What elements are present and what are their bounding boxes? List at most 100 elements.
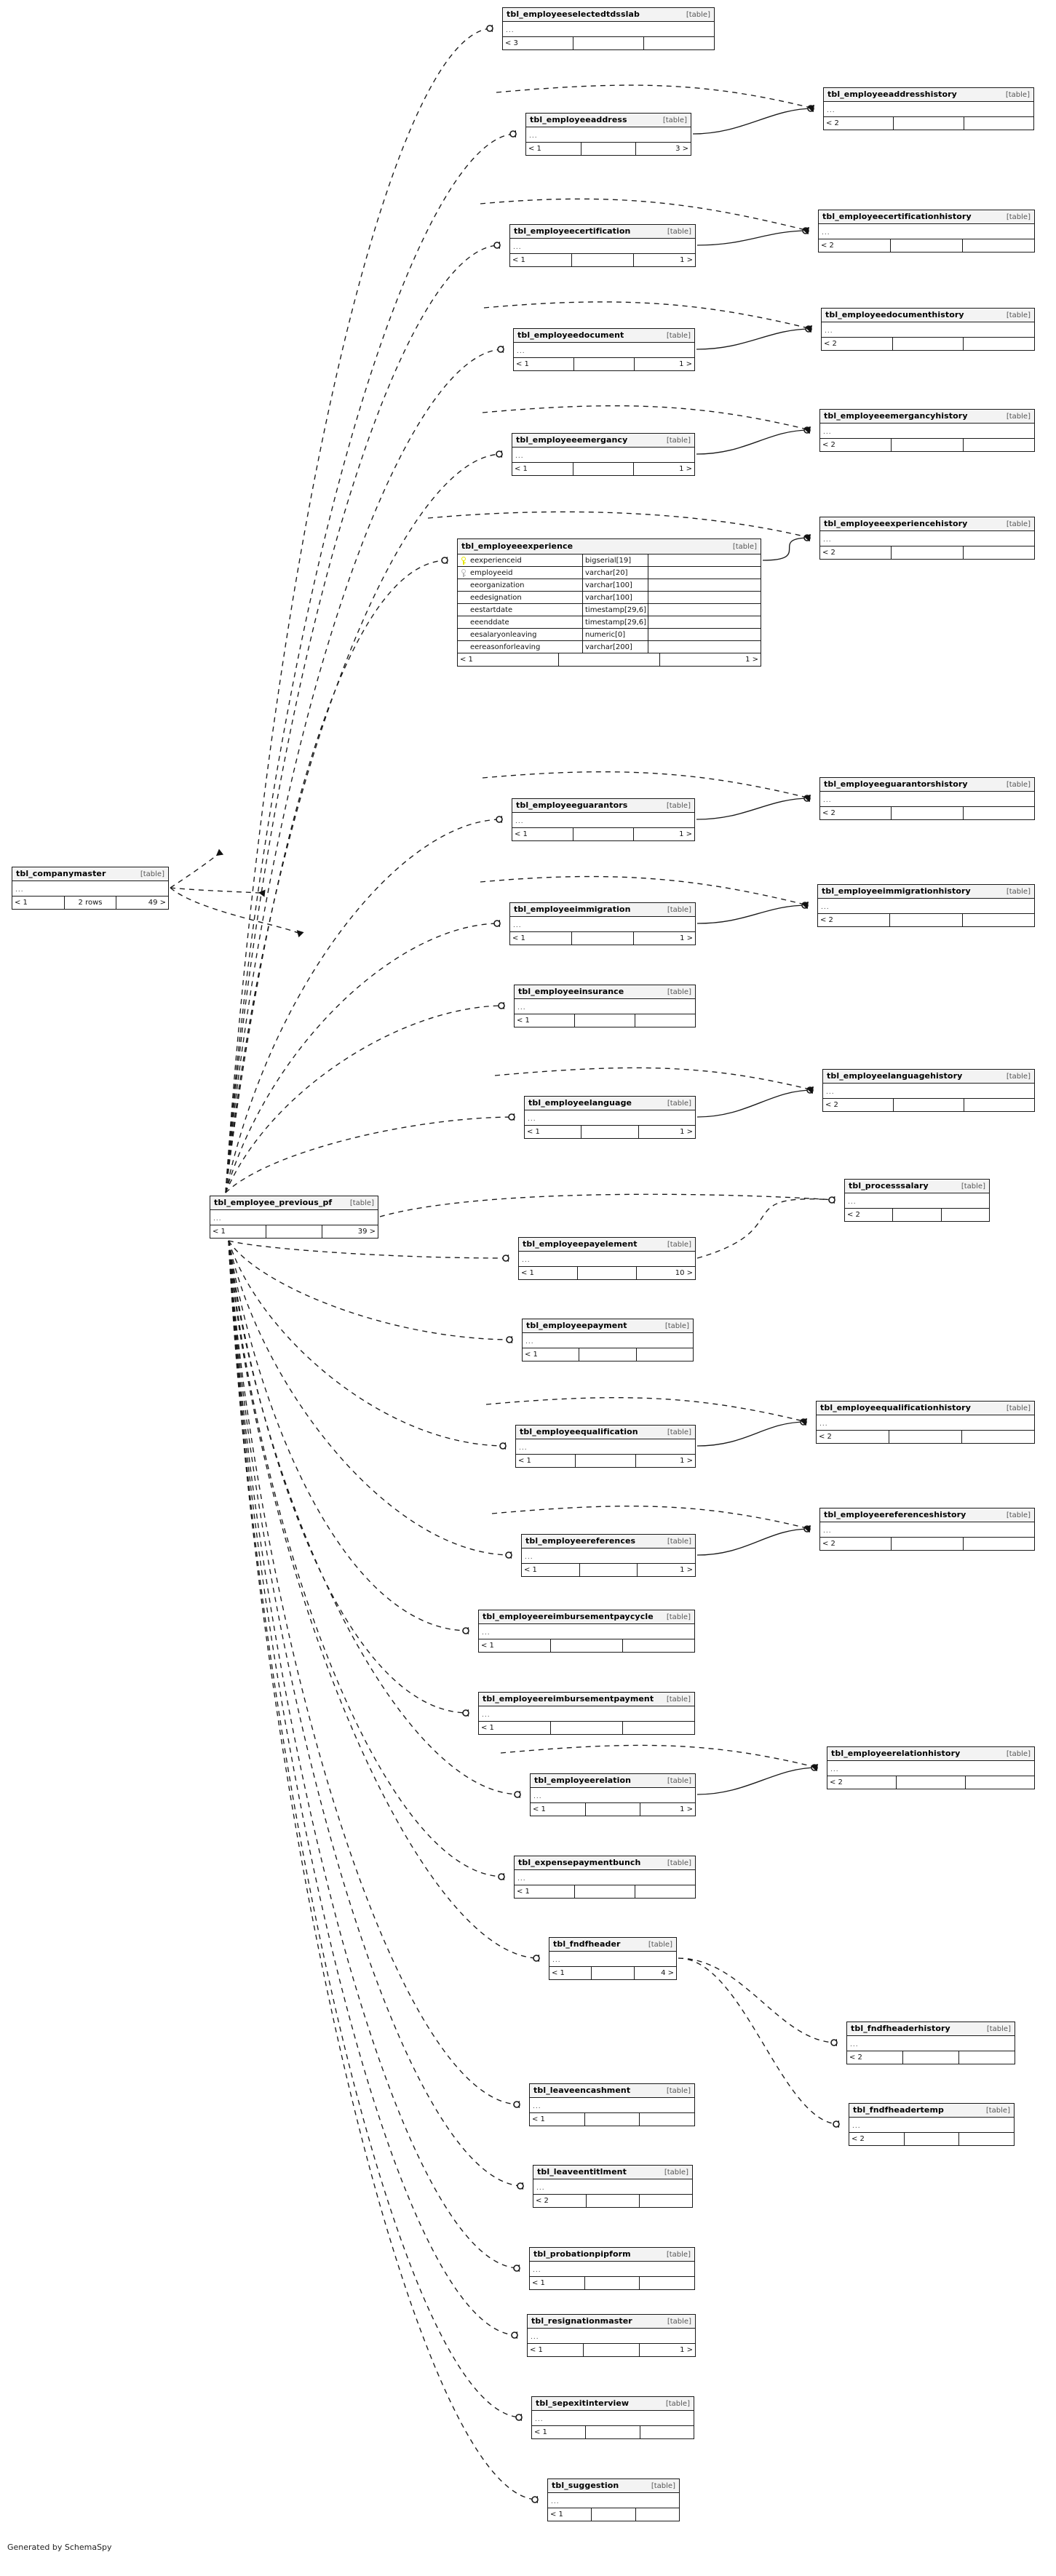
table-node-fndfheaderhistory[interactable]: tbl_fndfheaderhistory[table]...< 2 [846, 2022, 1015, 2064]
ellipsis: ... [515, 453, 524, 461]
table-node-employeequalificationhistory[interactable]: tbl_employeequalificationhistory[table].… [816, 1401, 1035, 1444]
incoming-relationship-count: < 2 [847, 2051, 903, 2064]
table-name: tbl_employeeemergancyhistory [824, 410, 968, 421]
ellipsis: ... [822, 229, 830, 237]
table-footer: < 1 [548, 2508, 679, 2521]
incoming-relationship-count: < 2 [827, 1776, 897, 1789]
incoming-relationship-count: < 1 [528, 2344, 584, 2356]
column-name: eedesignation [470, 593, 522, 602]
table-node-employeeaddresshistory[interactable]: tbl_employeeaddresshistory[table]...< 2 [823, 87, 1034, 130]
ellipsis: ... [522, 1257, 531, 1265]
table-columns-collapsed: ... [523, 1333, 693, 1348]
column-name: eeenddate [470, 618, 509, 627]
table-columns-collapsed: ... [510, 239, 695, 254]
table-tag: [table] [986, 2024, 1011, 2033]
column-name-cell: eestartdate [458, 604, 583, 616]
table-node-employeereimbursementpayment[interactable]: tbl_employeereimbursementpayment[table].… [478, 1692, 695, 1735]
column-type: bigserial[19] [583, 554, 648, 566]
table-node-suggestion[interactable]: tbl_suggestion[table]...< 1 [547, 2478, 680, 2521]
table-header: tbl_employeepayelement[table] [519, 1238, 695, 1252]
table-node-employeeselectedtdsslab[interactable]: tbl_employeeselectedtdsslab[table]...< 3 [502, 7, 715, 50]
table-header: tbl_employeeaddress[table] [526, 114, 691, 127]
table-node-employeeemergancyhistory[interactable]: tbl_employeeemergancyhistory[table]...< … [819, 409, 1035, 452]
table-name: tbl_employeeaddress [530, 114, 627, 124]
table-columns-collapsed: ... [820, 424, 1034, 439]
table-tag: [table] [1006, 1511, 1031, 1519]
table-tag: [table] [1006, 311, 1031, 319]
table-node-employeeexperience[interactable]: tbl_employeeexperience [table] eexperien… [457, 538, 761, 667]
ellipsis: ... [15, 886, 24, 894]
row-count [890, 914, 963, 926]
table-footer: < 2 [822, 338, 1034, 350]
ellipsis: ... [525, 1554, 533, 1562]
ellipsis: ... [506, 27, 515, 35]
row-count [551, 1722, 623, 1734]
table-node-employeerelationhistory[interactable]: tbl_employeerelationhistory[table]...< 2 [827, 1746, 1035, 1789]
table-node-employeepayment[interactable]: tbl_employeepayment[table]...< 1 [522, 1319, 694, 1361]
outgoing-relationship-count: 1 > [680, 2346, 693, 2354]
ellipsis: ... [823, 536, 832, 544]
table-header: tbl_leaveencashment[table] [530, 2084, 694, 2098]
table-footer: < 2 [845, 1209, 989, 1221]
column-name: eesalaryonleaving [470, 630, 537, 639]
outgoing-relationship-count: 3 > [675, 145, 689, 153]
table-header: tbl_employeepayment[table] [523, 1319, 693, 1333]
ellipsis: ... [528, 1116, 536, 1124]
table-node-employeedocumenthistory[interactable]: tbl_employeedocumenthistory[table]...< 2 [821, 308, 1035, 351]
table-header: tbl_employeequalification[table] [516, 1426, 695, 1439]
table-node-employeeimmigrationhistory[interactable]: tbl_employeeimmigrationhistory[table]...… [817, 884, 1035, 927]
table-tag: [table] [140, 870, 164, 878]
outgoing-relationship-count [964, 338, 1034, 350]
table-node-leaveencashment[interactable]: tbl_leaveencashment[table]...< 1 [529, 2083, 695, 2126]
table-node-sepexitinterview[interactable]: tbl_sepexitinterview[table]...< 1 [531, 2396, 694, 2439]
table-node-employeecertificationhistory[interactable]: tbl_employeecertificationhistory[table].… [818, 210, 1035, 253]
table-node-employeelanguagehistory[interactable]: tbl_employeelanguagehistory[table]...< 2 [822, 1069, 1035, 1112]
table-node-employeeguarantorshistory[interactable]: tbl_employeeguarantorshistory[table]...<… [819, 777, 1035, 820]
table-tag: [table] [1006, 412, 1031, 421]
table-columns-collapsed: ... [548, 2493, 679, 2508]
table-header: tbl_employeerelation[table] [531, 1774, 695, 1788]
table-columns-collapsed: ... [512, 448, 694, 463]
table-node-employeereimbursementpaycycle[interactable]: tbl_employeereimbursementpaycycle[table]… [478, 1610, 695, 1653]
ellipsis: ... [850, 2041, 859, 2049]
table-columns-collapsed: ... [820, 1522, 1034, 1538]
table-name: tbl_employeedocumenthistory [825, 309, 964, 319]
table-node-expensepaymentbunch[interactable]: tbl_expensepaymentbunch[table]...< 1 [514, 1856, 696, 1899]
table-node-probationpipform[interactable]: tbl_probationpipform[table]...< 1 [529, 2247, 695, 2290]
table-columns-collapsed: ... [530, 2262, 694, 2277]
table-node-processsalary[interactable]: tbl_processsalary[table]...< 2 [844, 1179, 990, 1222]
ellipsis: ... [513, 244, 522, 252]
table-tag: [table] [666, 2086, 691, 2095]
table-node-employeereferenceshistory[interactable]: tbl_employeereferenceshistory[table]...<… [819, 1508, 1035, 1551]
table-footer: < 1 1 > [528, 2344, 695, 2356]
table-tag: [table] [1006, 887, 1031, 896]
table-node-employeeexperiencehistory[interactable]: tbl_employeeexperiencehistory[table]...<… [819, 517, 1035, 560]
table-node-leaveentitlment[interactable]: tbl_leaveentitlment[table]...< 2 [533, 2165, 693, 2208]
table-header: tbl_employeeguarantorshistory[table] [820, 778, 1034, 792]
table-columns-collapsed: ... [824, 102, 1033, 117]
table-footer: < 1 [523, 1348, 693, 1361]
table-node-fndfheadertemp[interactable]: tbl_fndfheadertemp[table]...< 2 [849, 2103, 1015, 2146]
incoming-relationship-count: < 1 [525, 1126, 582, 1138]
table-node-employeeinsurance[interactable]: tbl_employeeinsurance[table]...< 1 [514, 985, 696, 1027]
incoming-relationship-count: < 1 [549, 1967, 592, 1979]
